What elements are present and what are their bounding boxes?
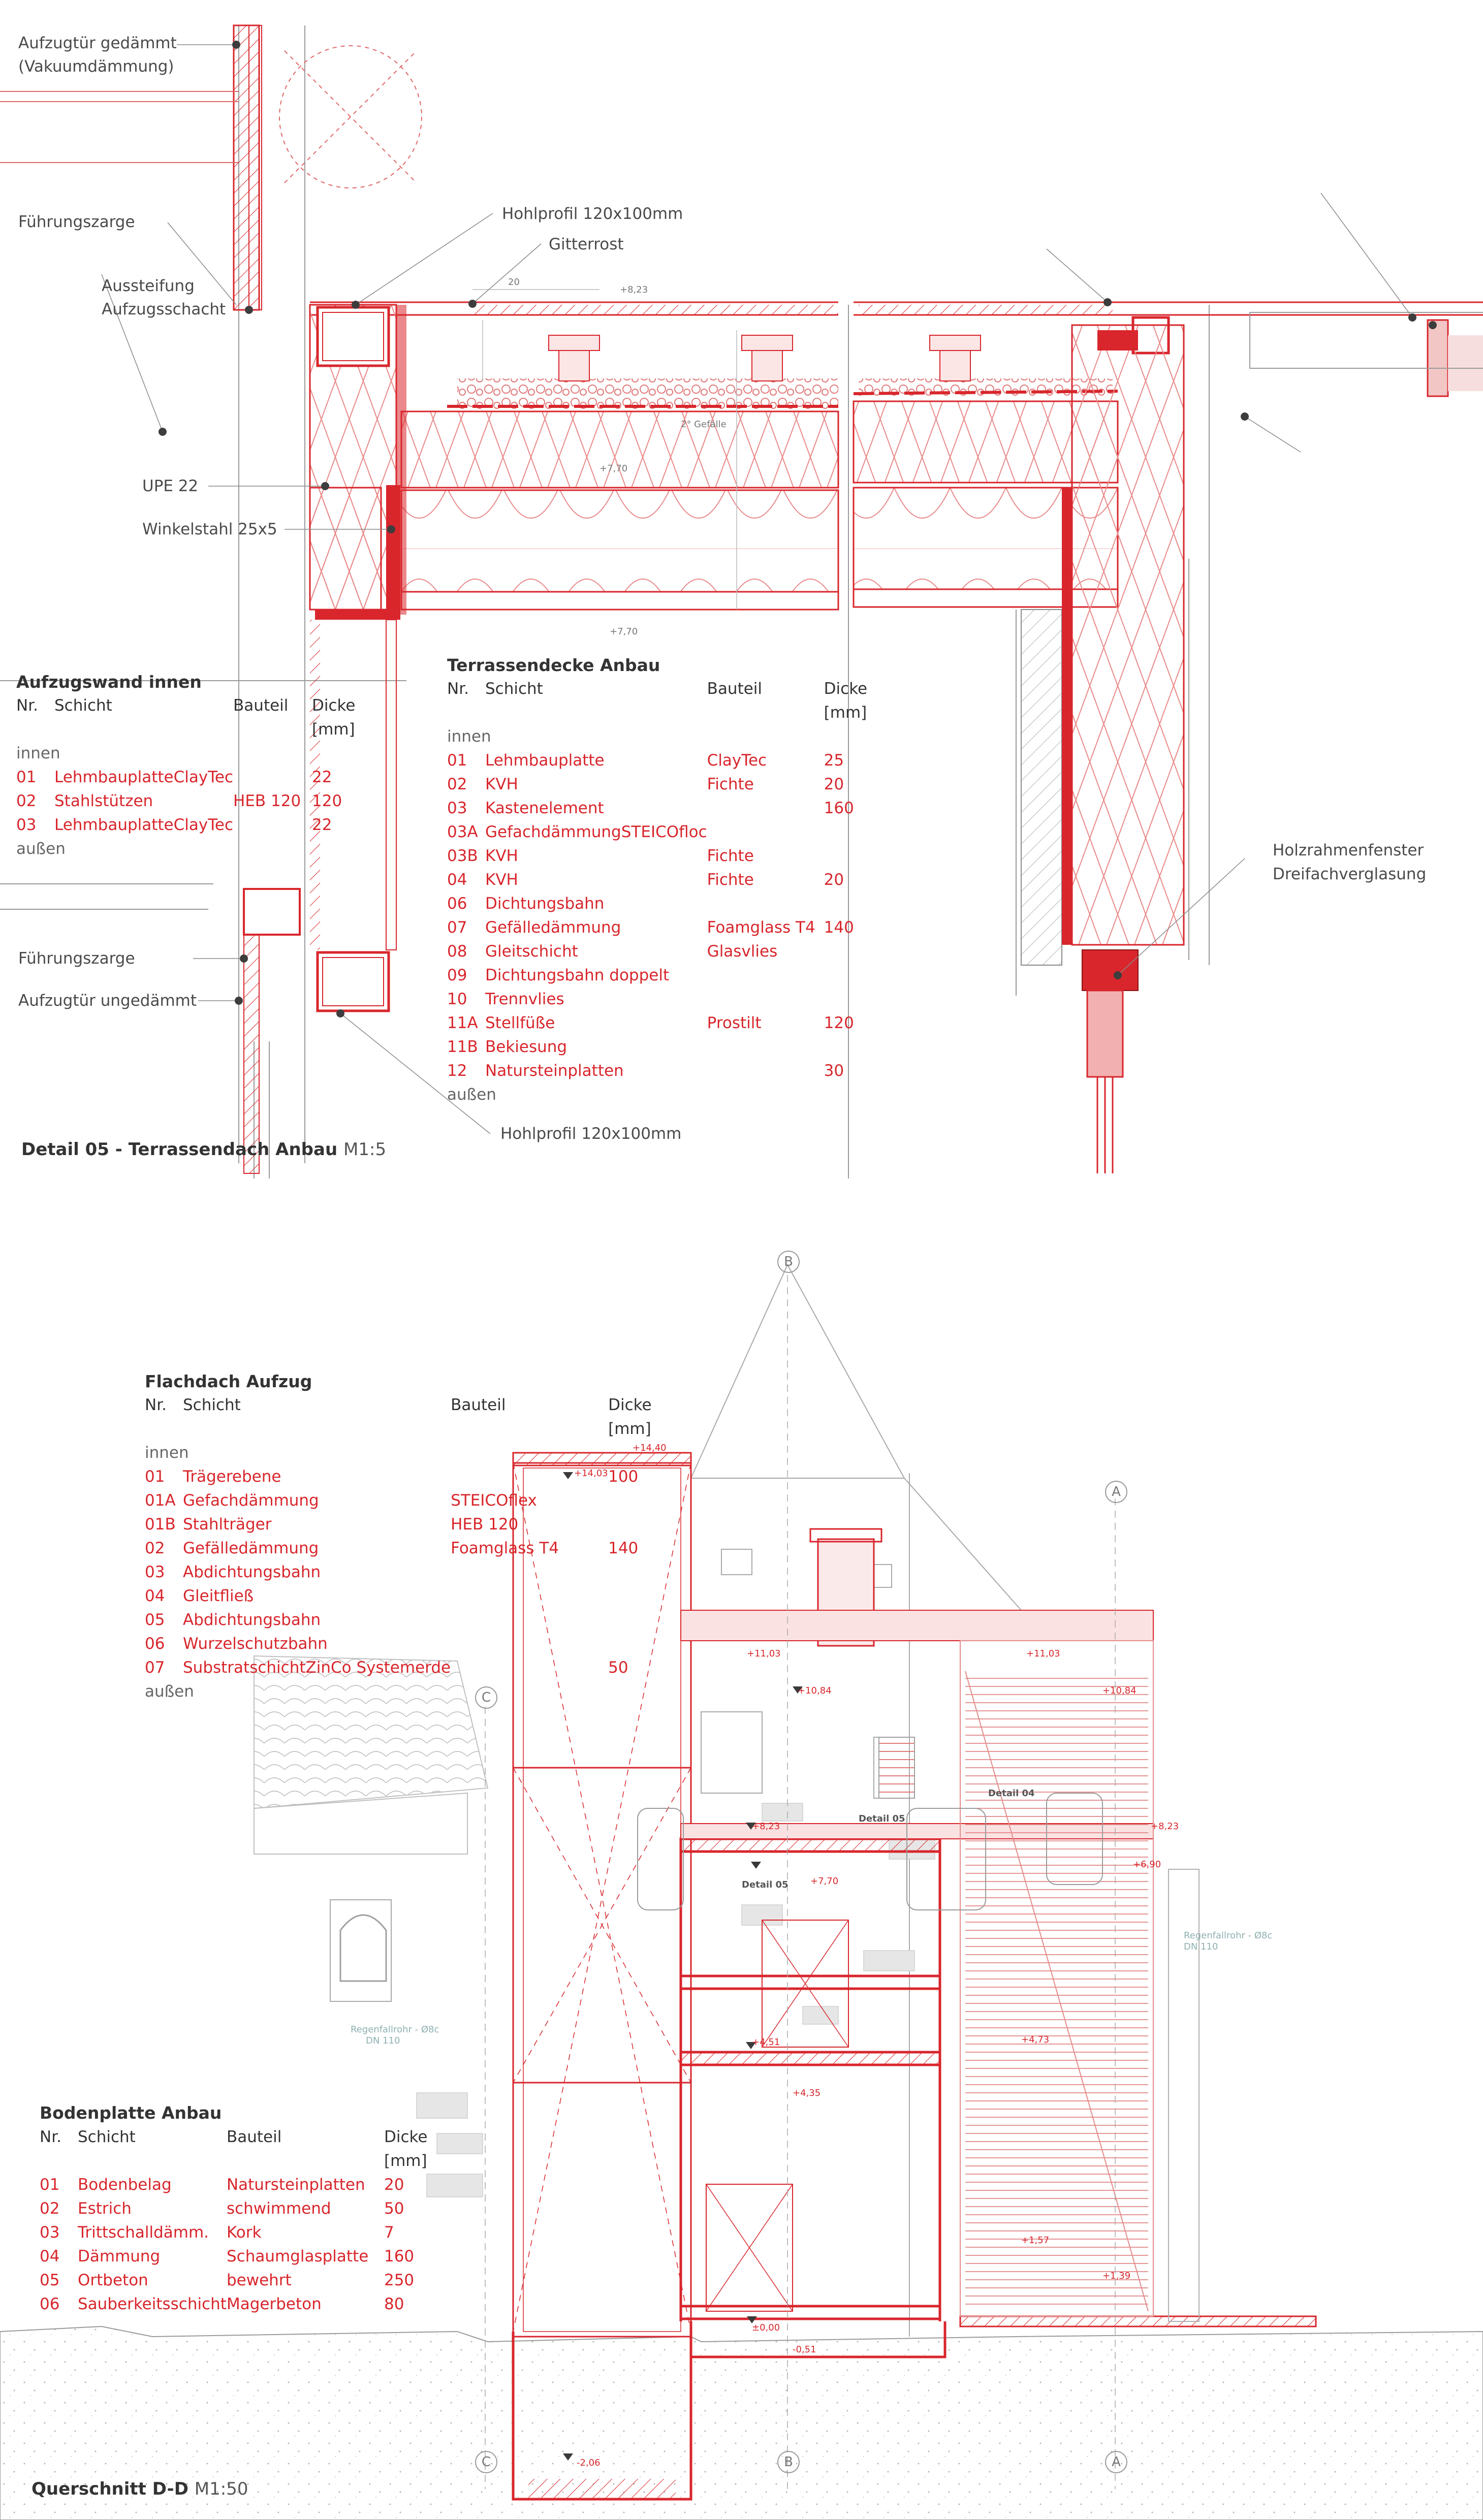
rain-pipe-right-2: DN 110 [1184, 1941, 1218, 1952]
terrassendecke-title: Terrassendecke Anbau [447, 655, 660, 675]
label-aufzugtuer-ungedaemmt: Aufzugtür ungedämmt [18, 992, 197, 1010]
level-770: +7,70 [810, 1876, 839, 1887]
level-770a-detail: +7,70 [599, 463, 628, 474]
label-vakuumdaemmung: (Vakuumdämmung) [18, 57, 174, 76]
axis-a-bottom: A [1105, 2451, 1127, 2473]
label-upe: UPE 22 [142, 477, 199, 495]
level-823-detail: +8,23 [620, 284, 648, 295]
level-690: +6,90 [1133, 1859, 1161, 1870]
label-winkelstahl: Winkelstahl 25x5 [142, 520, 277, 538]
detail-tag-05a: Detail 05 [859, 1813, 905, 1824]
level-435: +4,35 [793, 2088, 821, 2098]
label-aussteifung: Aussteifung [102, 277, 195, 295]
level-1440: +14,40 [633, 1443, 667, 1453]
rain-pipe-right-1: Regenfallrohr - Ø8c [1184, 1930, 1273, 1941]
level-770b-detail: +7,70 [610, 626, 638, 637]
label-fuehrungszarge-bottom: Führungszarge [18, 949, 135, 968]
axis-c-bottom: C [475, 2451, 497, 2473]
flachdach-title: Flachdach Aufzug [145, 1371, 312, 1391]
label-hohlprofil-bottom: Hohlprofil 120x100mm [500, 1125, 682, 1143]
section-title: Querschnitt D-D M1:50 [31, 2479, 248, 2499]
level-000: ±0,00 [752, 2322, 780, 2333]
label-hohlprofil-top: Hohlprofil 120x100mm [502, 205, 683, 223]
level-1103b: +11,03 [1026, 1648, 1060, 1659]
level-473: +4,73 [1021, 2034, 1050, 2045]
rain-pipe-left-1: Regenfallrohr - Ø8c [351, 2024, 439, 2035]
label-holzrahmenfenster: Holzrahmenfenster [1273, 841, 1424, 859]
level-1084a: +10,84 [798, 1685, 832, 1696]
label-fuehrungszarge-top: Führungszarge [18, 213, 135, 231]
bodenplatte-title: Bodenplatte Anbau [40, 2103, 222, 2123]
level-1403: +14,03 [574, 1468, 608, 1479]
level-1103a: +11,03 [747, 1648, 781, 1659]
level-823b: +8,23 [1151, 1821, 1179, 1832]
aufzugswand-title: Aufzugswand innen [16, 672, 202, 692]
level-139: +1,39 [1102, 2271, 1131, 2281]
rain-pipe-left-2: DN 110 [366, 2035, 400, 2046]
detail-tag-05b: Detail 05 [742, 1879, 788, 1890]
level-1084b: +10,84 [1102, 1685, 1137, 1696]
dim-20: 20 [508, 277, 520, 288]
gefaelle-mark: 2° Gefälle [681, 419, 727, 430]
level-206: -2,06 [577, 2458, 601, 2468]
axis-b-bottom: B [777, 2451, 800, 2473]
detail-drawing [0, 24, 1483, 1178]
axis-b-top: B [777, 1251, 800, 1273]
level-451: +4,51 [752, 2037, 780, 2048]
label-dreifachverglasung: Dreifachverglasung [1273, 865, 1427, 883]
level-051: -0,51 [793, 2344, 816, 2355]
level-157: +1,57 [1021, 2235, 1050, 2246]
detail-title: Detail 05 - Terrassendach Anbau M1:5 [21, 1139, 387, 1160]
label-aufzugsschacht: Aufzugsschacht [102, 300, 226, 318]
level-823a: +8,23 [752, 1821, 780, 1832]
axis-a-top: A [1105, 1481, 1127, 1503]
axis-c-top: C [475, 1686, 497, 1709]
label-aufzugtuer-gedaemmt: Aufzugtür gedämmt [18, 34, 177, 52]
label-gitterrost: Gitterrost [549, 235, 624, 253]
detail-tag-04: Detail 04 [988, 1788, 1035, 1799]
